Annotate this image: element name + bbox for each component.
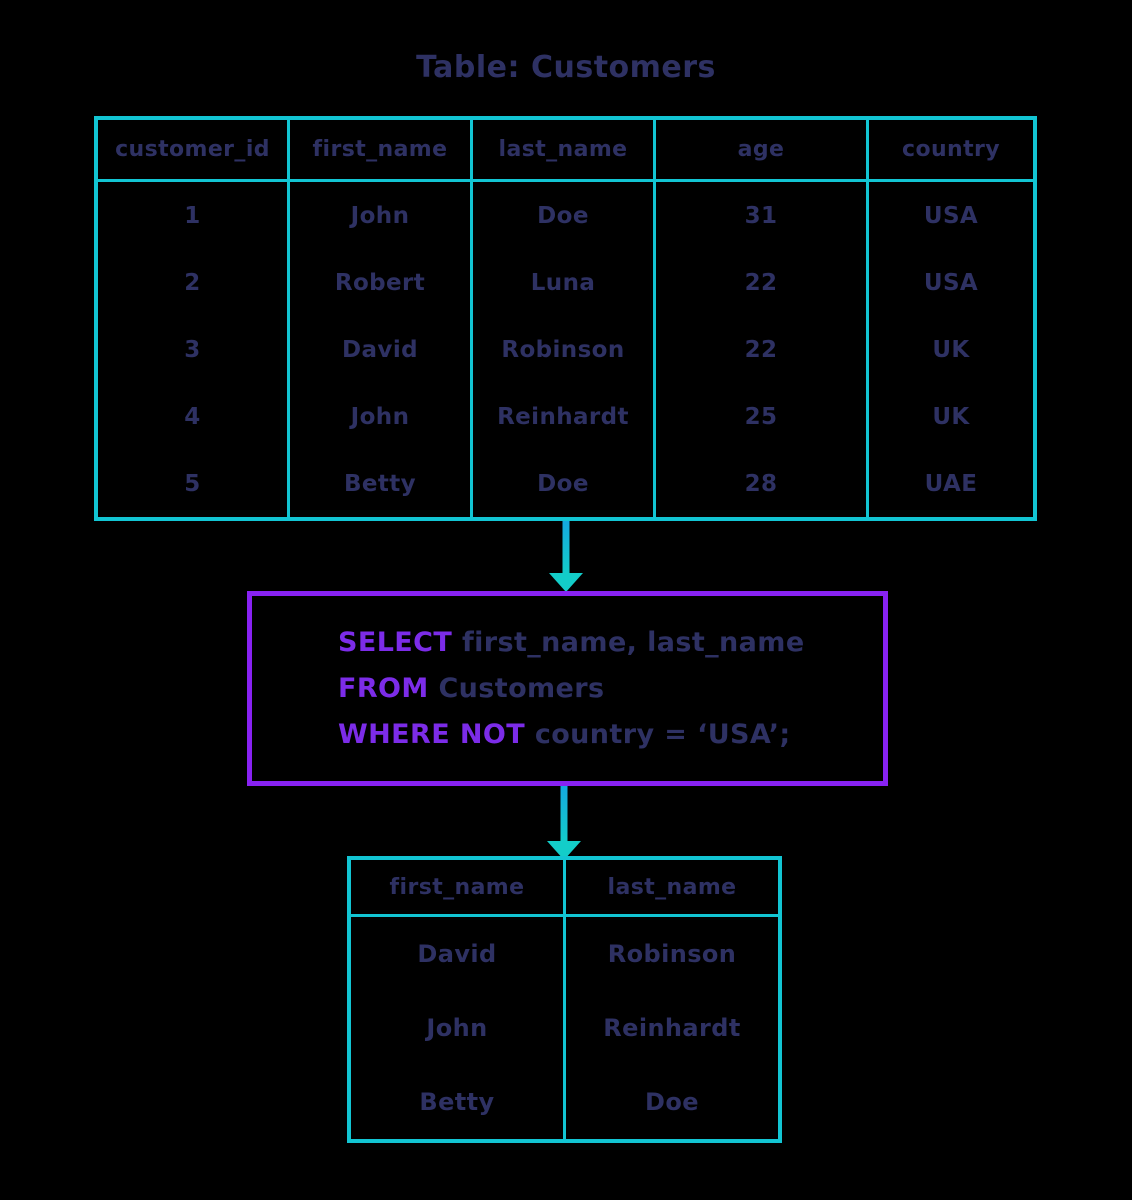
sql-keyword: FROM bbox=[338, 672, 429, 704]
cell: Robinson bbox=[607, 940, 737, 968]
cell: 2 bbox=[184, 269, 201, 296]
sql-keyword: WHERE NOT bbox=[338, 718, 526, 750]
cell: David bbox=[417, 940, 497, 968]
column-age: age 31 22 22 25 28 bbox=[656, 120, 866, 517]
column-country: country USA USA UK UK UAE bbox=[869, 120, 1033, 517]
cell: David bbox=[342, 336, 418, 363]
customers-table: customer_id 1 2 3 4 5 first_name John Ro… bbox=[94, 116, 1037, 521]
cell: Betty bbox=[419, 1088, 495, 1116]
cell: Luna bbox=[530, 269, 596, 296]
sql-line-where: WHERE NOT country = ‘USA’; bbox=[338, 712, 883, 758]
cell: 22 bbox=[744, 269, 778, 296]
header-cell: age bbox=[656, 120, 866, 182]
cell: UK bbox=[932, 336, 970, 363]
diagram-title: Table: Customers bbox=[416, 50, 716, 85]
cell: 4 bbox=[184, 403, 201, 430]
cell: UK bbox=[932, 403, 970, 430]
cell: USA bbox=[923, 269, 979, 296]
cell: 5 bbox=[184, 470, 201, 497]
header-cell: customer_id bbox=[98, 120, 287, 182]
column-customer-id: customer_id 1 2 3 4 5 bbox=[98, 120, 287, 517]
column-last-name: last_name Doe Luna Robinson Reinhardt Do… bbox=[473, 120, 653, 517]
sql-text: country = ‘USA’; bbox=[525, 718, 791, 750]
header-cell: last_name bbox=[566, 860, 778, 917]
cell: UAE bbox=[924, 470, 978, 497]
sql-keyword: SELECT bbox=[338, 626, 453, 658]
sql-text: Customers bbox=[428, 672, 605, 704]
cell: Robert bbox=[334, 269, 426, 296]
arrow-down-icon bbox=[544, 786, 584, 860]
cell: 1 bbox=[184, 202, 201, 229]
column-last-name: last_name Robinson Reinhardt Doe bbox=[566, 860, 778, 1139]
sql-line-from: FROM Customers bbox=[338, 666, 883, 712]
cell: Doe bbox=[537, 470, 589, 497]
header-cell: country bbox=[869, 120, 1033, 182]
cell: Doe bbox=[537, 202, 589, 229]
column-first-name: first_name David John Betty bbox=[351, 860, 563, 1139]
cell: John bbox=[350, 202, 410, 229]
cell: John bbox=[350, 403, 410, 430]
cell: Reinhardt bbox=[497, 403, 629, 430]
cell: 28 bbox=[744, 470, 778, 497]
result-table: first_name David John Betty last_name Ro… bbox=[347, 856, 782, 1143]
sql-query-box: SELECT first_name, last_name FROM Custom… bbox=[247, 591, 888, 786]
cell: John bbox=[426, 1014, 488, 1042]
cell: Doe bbox=[645, 1088, 699, 1116]
header-cell: first_name bbox=[290, 120, 470, 182]
header-cell: first_name bbox=[351, 860, 563, 917]
arrow-stem bbox=[562, 521, 570, 575]
cell: Betty bbox=[343, 470, 417, 497]
arrow-head bbox=[549, 573, 583, 592]
cell: Robinson bbox=[501, 336, 625, 363]
cell: 25 bbox=[744, 403, 778, 430]
cell: 22 bbox=[744, 336, 778, 363]
arrow-head bbox=[547, 841, 581, 860]
header-cell: last_name bbox=[473, 120, 653, 182]
arrow-stem bbox=[560, 786, 568, 843]
cell: 31 bbox=[744, 202, 778, 229]
sql-line-select: SELECT first_name, last_name bbox=[338, 620, 883, 666]
arrow-down-icon bbox=[546, 521, 586, 592]
cell: USA bbox=[923, 202, 979, 229]
sql-text: first_name, last_name bbox=[452, 626, 805, 658]
cell: 3 bbox=[184, 336, 201, 363]
column-first-name: first_name John Robert David John Betty bbox=[290, 120, 470, 517]
cell: Reinhardt bbox=[603, 1014, 741, 1042]
